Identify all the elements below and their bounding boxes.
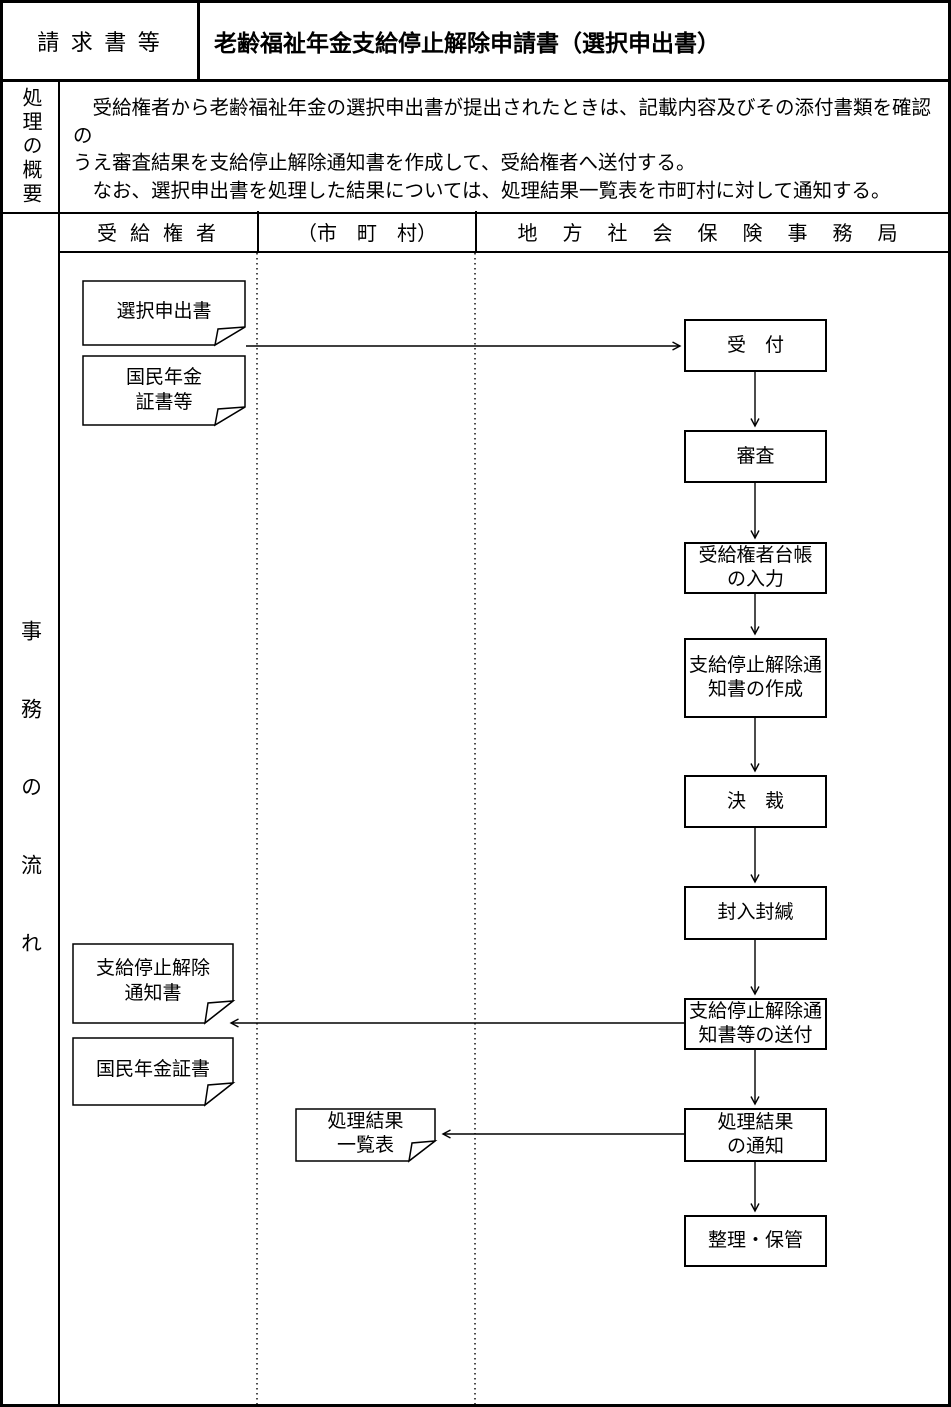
process-label: 受給権者台帳 [698, 545, 813, 566]
doc-shikyu-teishi-kaijo-tsuchisho: 支給停止解除 通知書 [73, 947, 233, 1015]
doc-fold-kokumin-tou [213, 406, 246, 427]
doc-label: 選択申出書 [116, 300, 212, 322]
lane-header-bureau: 地 方 社 会 保 険 事 務 局 [475, 211, 948, 251]
doc-shori-kekka-ichiranhyo: 処理結果 一覧表 [296, 1109, 435, 1159]
process-uketsuke: 受 付 [684, 319, 827, 372]
flowchart-lines-layer [72, 253, 948, 1404]
summary-section-label: 処理の概要 [19, 87, 41, 207]
doc-label: 処理結果 [327, 1111, 404, 1132]
doc-label: 支給停止解除 [95, 958, 210, 979]
process-label: 支給停止解除通 [688, 655, 822, 676]
process-label: 処理結果 [717, 1112, 794, 1133]
doc-kokumin-nenkin-shosho-tou: 国民年金 証書等 [83, 359, 245, 421]
process-label: 封入封緘 [717, 902, 794, 923]
process-daicho-nyuryoku: 受給権者台帳 の入力 [684, 542, 827, 594]
flow-section-label: 事務の流れ [18, 620, 43, 1010]
process-label: 知書等の送付 [698, 1025, 813, 1046]
process-label: 知書の作成 [707, 679, 803, 700]
process-label: 審査 [736, 445, 775, 467]
doc-label: 証書等 [135, 392, 193, 413]
title-banner: 請 求 書 等 老齢福祉年金支給停止解除申請書（選択申出書） [3, 3, 948, 82]
category-cell: 請 求 書 等 [3, 3, 200, 79]
summary-line: なお、選択申出書を処理した結果については、処理結果一覧表を市町村に対して通知する… [73, 180, 891, 202]
doc-label: 一覧表 [336, 1135, 394, 1156]
doc-fold-kaijo-tsuchisho [203, 1000, 236, 1025]
doc-fold-kokumin-shosho [203, 1082, 236, 1107]
doc-fold-sentaku [213, 326, 246, 347]
process-funyu-fukan: 封入封緘 [684, 886, 827, 940]
process-label: の通知 [726, 1136, 784, 1157]
doc-kokumin-nenkin-shosho: 国民年金証書 [73, 1038, 233, 1100]
process-label: の入力 [726, 569, 784, 590]
process-label: 受 付 [726, 334, 784, 356]
doc-label: 国民年金 [125, 367, 202, 388]
summary-text: 受給権者から老齢福祉年金の選択申出書が提出されたときは、記載内容及びその添付書類… [73, 95, 941, 205]
summary-line: 受給権者から老齢福祉年金の選択申出書が提出されたときは、記載内容及びその添付書類… [73, 98, 932, 147]
process-label: 整理・保管 [707, 1230, 803, 1251]
lane-header-beneficiary: 受 給 権 者 [97, 222, 220, 245]
flow-label-cell: 事務の流れ [3, 211, 60, 1404]
doc-fold-ichiranhyo [407, 1140, 438, 1163]
lane-header-municipality: （市 町 村） [257, 211, 475, 251]
title-cell: 老齢福祉年金支給停止解除申請書（選択申出書） [200, 3, 948, 79]
process-shinsa: 審査 [684, 430, 827, 483]
doc-sentaku-moushidesho: 選択申出書 [83, 281, 245, 341]
process-kessai: 決 裁 [684, 775, 827, 828]
process-tsuchisho-sofu: 支給停止解除通 知書等の送付 [684, 998, 827, 1050]
doc-label: 国民年金証書 [95, 1058, 210, 1080]
summary-section: 処理の概要 受給権者から老齢福祉年金の選択申出書が提出されたときは、記載内容及び… [3, 82, 948, 214]
summary-label-cell: 処理の概要 [3, 82, 60, 212]
process-label: 支給停止解除通 [688, 1001, 822, 1022]
process-label: 決 裁 [726, 790, 784, 812]
process-seiri-hokan: 整理・保管 [684, 1215, 827, 1267]
lane-header-row: 受 給 権 者 （市 町 村） 地 方 社 会 保 険 事 務 局 [60, 211, 948, 253]
category-label: 請 求 書 等 [37, 30, 163, 55]
process-kekka-tsuchi: 処理結果 の通知 [684, 1108, 827, 1162]
summary-line: うえ審査結果を支給停止解除通知書を作成して、受給権者へ送付する。 [73, 153, 696, 174]
process-tsuchisho-sakusei: 支給停止解除通 知書の作成 [684, 638, 827, 718]
doc-label: 通知書 [124, 983, 182, 1004]
page-title: 老齢福祉年金支給停止解除申請書（選択申出書） [214, 30, 720, 56]
